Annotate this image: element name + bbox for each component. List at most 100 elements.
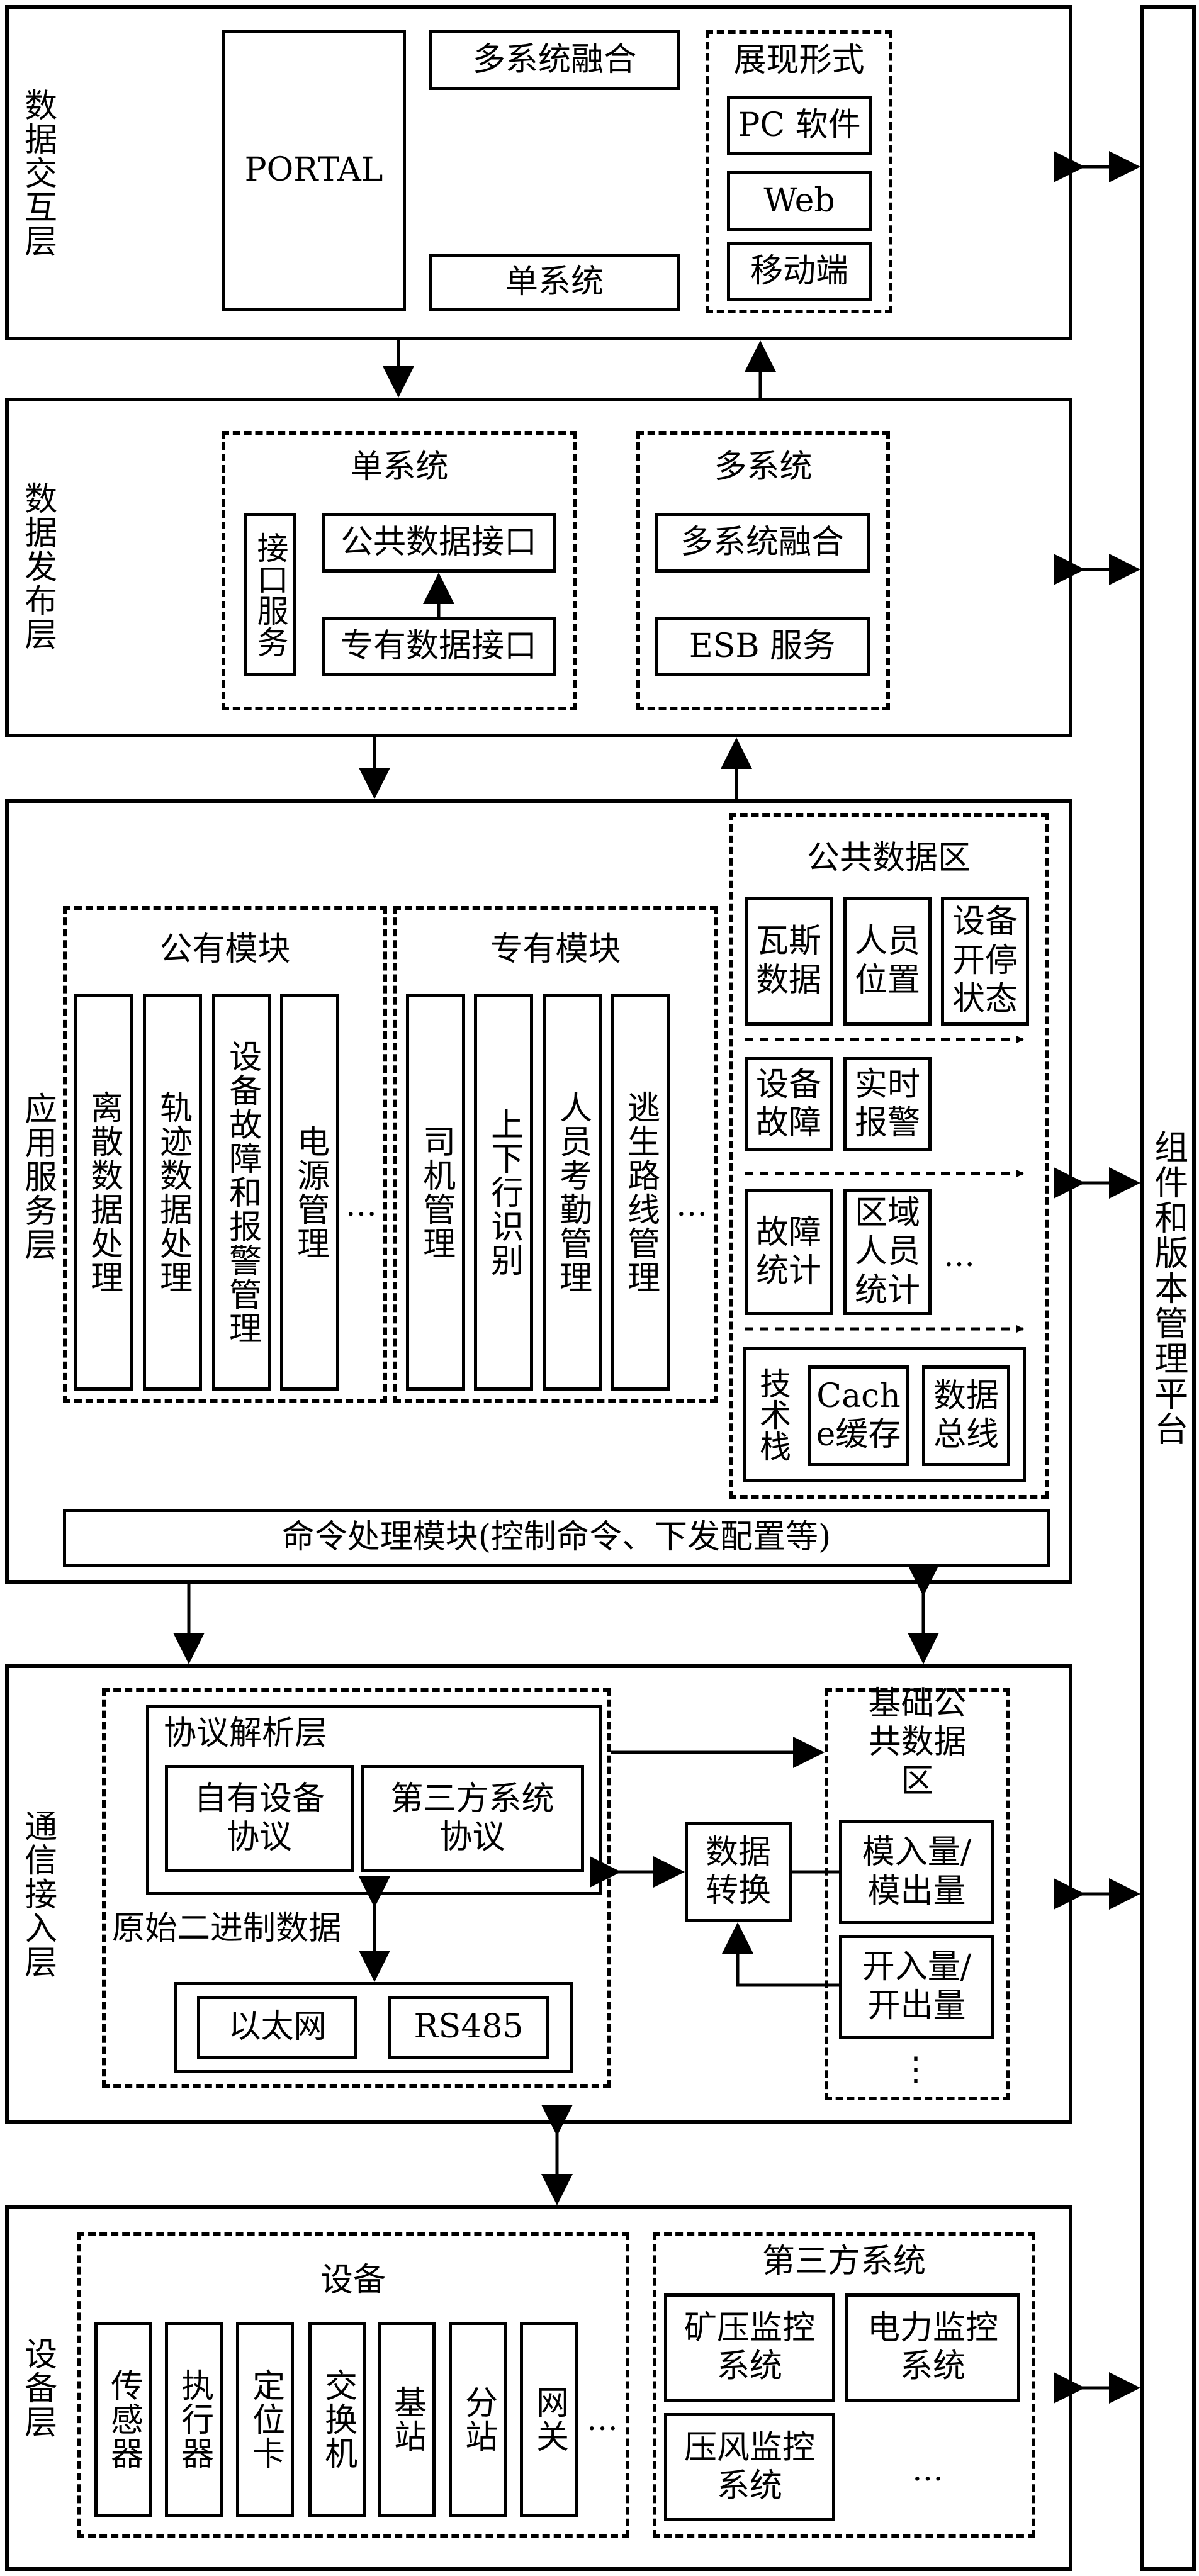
esb-service-box: ESB 服务	[655, 617, 870, 676]
device-status-label: 设备开停状态	[952, 903, 1018, 1019]
air-pressure-box: 压风监控系统	[664, 2413, 835, 2521]
module-power-label: 电源管理	[291, 1124, 329, 1260]
base-data-more: ⋮	[899, 2051, 932, 2089]
person-position-box: 人员位置	[843, 897, 932, 1026]
publish-multi-group	[636, 431, 890, 710]
gas-data-label: 瓦斯数据	[755, 922, 821, 999]
private-modules-group	[393, 906, 718, 1403]
base-data-title-text: 基础公共数据区	[868, 1684, 967, 1800]
device-substation: 分站	[449, 2322, 507, 2517]
third-protocol-label: 第三方系统协议	[390, 1779, 554, 1856]
single-system-box: 单系统	[429, 254, 680, 311]
interface-service-box: 接口服务	[244, 513, 296, 676]
public-data-more: …	[943, 1237, 976, 1274]
display-mobile: 移动端	[727, 242, 872, 301]
public-data-group	[729, 813, 1049, 1499]
analog-io-label: 模入量/模出量	[862, 1834, 972, 1910]
device-switch: 交换机	[308, 2322, 366, 2517]
device-sensor: 传感器	[94, 2322, 152, 2517]
module-attendance-label: 人员考勤管理	[553, 1090, 592, 1294]
platform-label: 组件和版本管理平台	[1148, 1129, 1188, 1447]
device-gateway: 网关	[520, 2322, 578, 2517]
raw-binary-label: 原始二进制数据	[112, 1910, 342, 1947]
comm-left-group	[102, 1688, 611, 2088]
private-modules-more: …	[676, 1187, 709, 1223]
display-forms-title: 展现形式	[733, 42, 865, 80]
third-party-more: …	[912, 2451, 945, 2488]
devices-group	[77, 2232, 629, 2538]
module-discrete: 离散数据处理	[74, 994, 133, 1391]
power-monitor-box: 电力监控系统	[845, 2293, 1020, 2402]
module-fault-alarm-label: 设备故障和报警管理	[223, 1039, 261, 1345]
rs485-box: RS485	[388, 1996, 549, 2059]
data-bus-box: 数据总线	[922, 1365, 1010, 1466]
person-position-label: 人员位置	[854, 922, 920, 999]
arrow-digital-to-convert	[722, 1922, 839, 1987]
layer-publish-label: 数据发布层	[18, 481, 57, 651]
cache-box: Cache缓存	[808, 1365, 909, 1466]
public-data-title: 公共数据区	[806, 839, 971, 878]
publish-single-group	[222, 431, 577, 710]
mine-pressure-box: 矿压监控系统	[664, 2293, 835, 2402]
portal-box: PORTAL	[222, 30, 406, 311]
device-sensor-label: 传感器	[104, 2368, 143, 2470]
display-forms-group	[706, 30, 892, 313]
third-party-title: 第三方系统	[762, 2243, 926, 2281]
device-status-box: 设备开停状态	[941, 897, 1029, 1026]
fault-stats-box: 故障统计	[745, 1189, 833, 1315]
display-web: Web	[727, 171, 872, 231]
module-direction: 上下行识别	[474, 994, 533, 1391]
digital-io-label: 开入量/开出量	[862, 1948, 972, 2025]
power-monitor-label: 电力监控系统	[867, 2309, 998, 2385]
module-discrete-label: 离散数据处理	[84, 1090, 123, 1294]
device-locator: 定位卡	[236, 2322, 294, 2517]
mine-pressure-label: 矿压监控系统	[684, 2309, 815, 2385]
third-party-group	[653, 2232, 1035, 2538]
digital-io-box: 开入量/开出量	[839, 1935, 994, 2039]
device-base-station-label: 基站	[388, 2385, 426, 2453]
display-pc: PC 软件	[727, 96, 872, 155]
protocol-layer-title: 协议解析层	[164, 1715, 328, 1752]
platform-box: 组件和版本管理平台	[1140, 5, 1196, 2571]
layer-device-label: 设备层	[18, 2337, 57, 2439]
area-people-stats-box: 区域人员统计	[843, 1189, 932, 1315]
cache-label: Cache缓存	[816, 1377, 901, 1453]
device-base-station: 基站	[378, 2322, 436, 2517]
module-escape: 逃生路线管理	[611, 994, 670, 1391]
own-protocol-label: 自有设备协议	[193, 1779, 325, 1856]
device-fault-label: 设备故障	[755, 1065, 821, 1142]
module-power: 电源管理	[280, 994, 339, 1391]
data-bus-label: 数据总线	[933, 1377, 999, 1453]
module-driver-label: 司机管理	[417, 1124, 455, 1260]
data-convert-label: 数据转换	[705, 1833, 771, 1910]
gas-data-box: 瓦斯数据	[745, 897, 833, 1026]
layer-comm-label: 通信接入层	[18, 1809, 57, 1979]
private-data-interface-box: 专有数据接口	[322, 617, 556, 676]
area-people-stats-label: 区域人员统计	[854, 1194, 920, 1309]
layer-device-label-wrap: 设备层	[9, 2215, 65, 2561]
data-convert-box: 数据转换	[685, 1822, 792, 1922]
module-fault-alarm: 设备故障和报警管理	[212, 994, 271, 1391]
public-modules-group	[63, 906, 387, 1403]
layer-interaction-label-wrap: 数据交互层	[9, 13, 65, 333]
own-protocol-box: 自有设备协议	[165, 1765, 354, 1872]
devices-title: 设备	[320, 2261, 386, 2300]
device-switch-label: 交换机	[318, 2368, 357, 2470]
module-escape-label: 逃生路线管理	[621, 1090, 660, 1294]
realtime-alarm-box: 实时报警	[843, 1057, 932, 1151]
interface-service-label: 接口服务	[252, 532, 289, 658]
private-modules-title: 专有模块	[490, 931, 621, 969]
module-direction-label: 上下行识别	[485, 1107, 523, 1277]
layer-application-label-wrap: 应用服务层	[9, 881, 65, 1472]
layer-comm-label-wrap: 通信接入层	[9, 1674, 65, 2114]
device-fault-box: 设备故障	[745, 1057, 833, 1151]
command-module-box: 命令处理模块(控制命令、下发配置等)	[63, 1509, 1050, 1567]
device-actuator: 执行器	[165, 2322, 223, 2517]
layer-publish-label-wrap: 数据发布层	[9, 406, 65, 727]
public-modules-more: …	[346, 1187, 378, 1223]
base-data-group	[825, 1688, 1010, 2100]
module-trajectory-label: 轨迹数据处理	[154, 1090, 192, 1294]
device-substation-label: 分站	[459, 2385, 497, 2453]
ethernet-box: 以太网	[197, 1996, 357, 2059]
